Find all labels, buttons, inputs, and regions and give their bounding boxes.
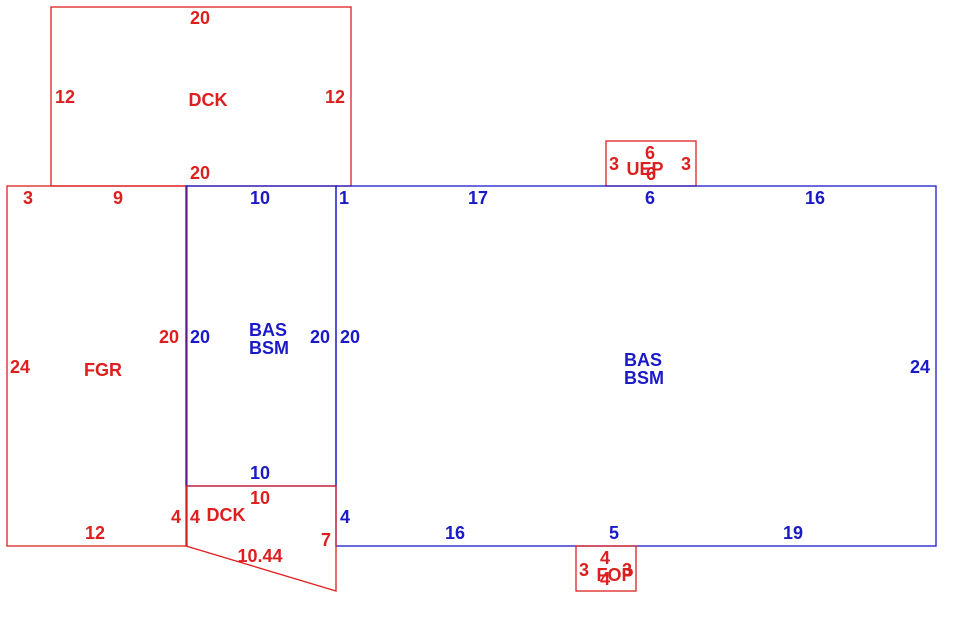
dck-top-dim-left: 12 <box>55 87 75 107</box>
bas-main-dim-bottom-a: 16 <box>445 523 465 543</box>
dck-bottom-dim-left: 4 <box>190 507 200 527</box>
dck-bottom-dim-right: 7 <box>321 530 331 550</box>
bas-left-dim-right: 20 <box>310 327 330 347</box>
bas-main-dim-bottom-c: 19 <box>783 523 803 543</box>
fgr-dim-left: 24 <box>10 357 30 377</box>
bas-main-dim-top-a: 17 <box>468 188 488 208</box>
bas-main-code: BAS <box>624 350 662 370</box>
dck-top-dim-bottom: 20 <box>190 163 210 183</box>
dck-top-dim-top: 20 <box>190 8 210 28</box>
bas-main-dim-left-lower: 4 <box>340 507 350 527</box>
fop-dim-left: 3 <box>579 560 589 580</box>
bas-main-code-2: BSM <box>624 368 664 388</box>
bas-left-dim-bottom: 10 <box>250 463 270 483</box>
fgr-dim-right: 20 <box>159 327 179 347</box>
fgr-dim-top: 9 <box>113 188 123 208</box>
uep-dim-top: 6 <box>645 143 655 163</box>
fgr-dim-bottom-right: 4 <box>171 507 181 527</box>
fop-code: FOP <box>596 565 633 585</box>
bas-main-dim-left: 20 <box>340 327 360 347</box>
fgr-dim-bottom: 12 <box>85 523 105 543</box>
dck-top-dim-right: 12 <box>325 87 345 107</box>
dck-bottom-dim-top: 10 <box>250 488 270 508</box>
fop-dim-right: 3 <box>622 560 632 580</box>
bas-main-dim-right: 24 <box>910 357 930 377</box>
dck-top-code: DCK <box>189 90 228 110</box>
bas-main-dim-top-b: 6 <box>645 188 655 208</box>
uep-dim-right: 3 <box>681 154 691 174</box>
fop-dim-top: 4 <box>600 548 610 568</box>
uep-dim-left: 3 <box>609 154 619 174</box>
bas-left-code-2: BSM <box>249 338 289 358</box>
fop-dim-bottom: 4 <box>600 569 610 589</box>
fop-outline <box>575 545 637 592</box>
uep-code: UEP <box>626 159 663 179</box>
bas-main-dim-bottom-b: 5 <box>609 523 619 543</box>
fgr-outline <box>6 185 188 547</box>
fgr-code: FGR <box>84 360 122 380</box>
uep-dim-bottom: 6 <box>646 164 656 184</box>
dck-bottom-dim-diagonal: 10.44 <box>237 546 282 566</box>
dck-bottom-code: DCK <box>207 505 246 525</box>
bas-left-dim-top: 10 <box>250 188 270 208</box>
bas-main-dim-top-c: 16 <box>805 188 825 208</box>
bas-left-code: BAS <box>249 320 287 340</box>
fgr-dim-top-left: 3 <box>23 188 33 208</box>
bas-left-dim-left: 20 <box>190 327 210 347</box>
bas-main-dim-top-left: 1 <box>339 188 349 208</box>
dck-bottom-outline <box>185 485 337 592</box>
